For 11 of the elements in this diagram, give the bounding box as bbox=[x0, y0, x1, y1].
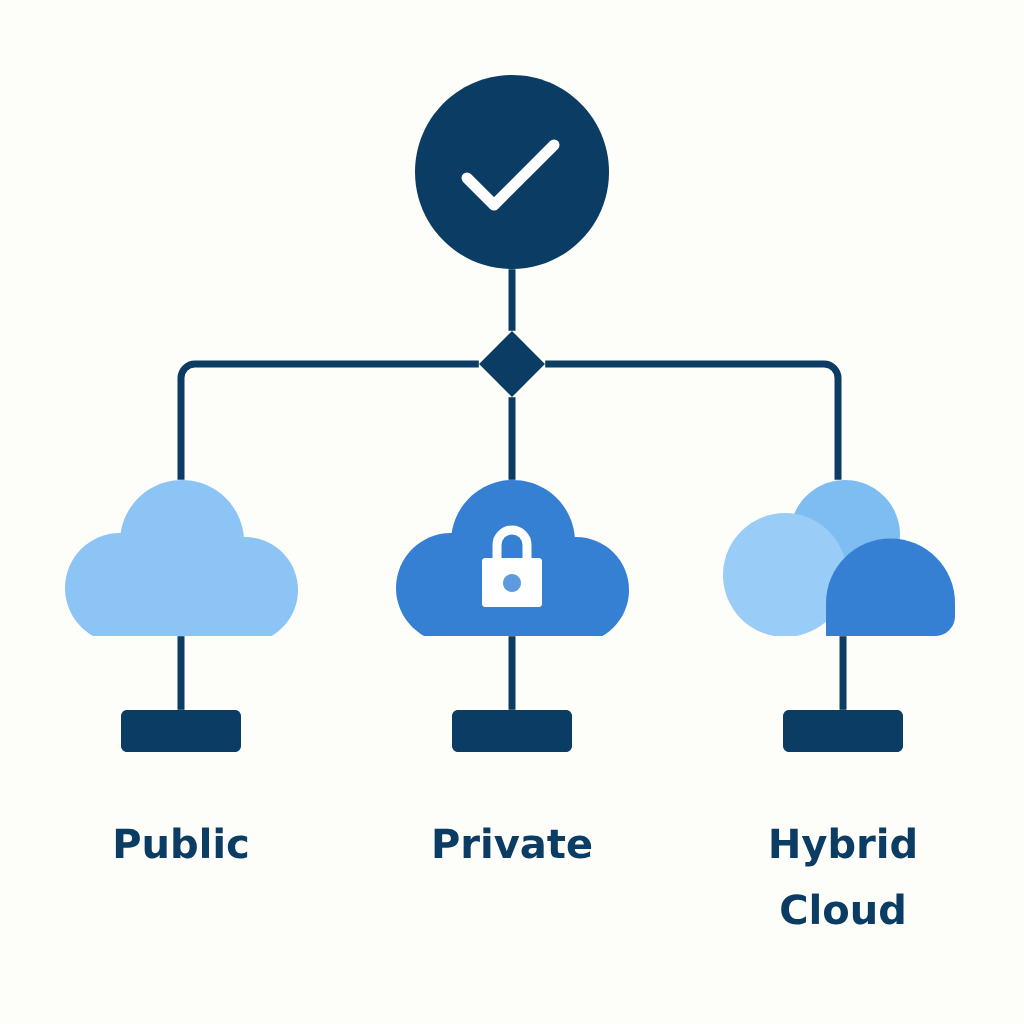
junction-diamond bbox=[479, 331, 545, 397]
cloud-type-label: Public bbox=[115, 827, 248, 859]
base-bar bbox=[783, 710, 903, 752]
cloud-type-label: Private bbox=[434, 827, 592, 859]
cloud-icon bbox=[396, 480, 629, 636]
cloud-type-label: Hybrid Cloud bbox=[771, 827, 915, 925]
check-circle bbox=[415, 75, 609, 269]
base-bar bbox=[121, 710, 241, 752]
base-bar bbox=[452, 710, 572, 752]
cloud-icon bbox=[65, 480, 298, 636]
cloud-icon bbox=[723, 480, 955, 636]
